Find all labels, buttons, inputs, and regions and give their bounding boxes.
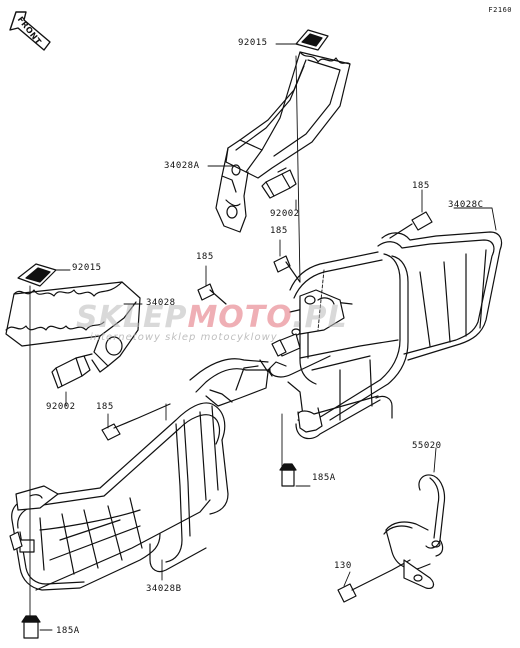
front-arrow-icon: [9, 11, 51, 51]
watermark-logo: SKLEPMOTO.PL: [76, 300, 348, 335]
bolt-185-b: [273, 255, 301, 283]
bolt-92002-top: [261, 167, 297, 199]
label-34028a: 34028A: [164, 161, 200, 171]
watermark-brand-c: .PL: [292, 300, 348, 335]
label-92002-left: 92002: [46, 402, 76, 412]
bracket-55020: [383, 474, 446, 589]
label-34028: 34028: [146, 298, 176, 308]
diagram-code: F2160: [488, 6, 512, 14]
watermark-brand-b: MOTO: [187, 300, 293, 335]
label-130: 130: [334, 561, 352, 571]
label-185a-mid: 185A: [312, 473, 336, 483]
bolt-185a-mid: [279, 463, 297, 487]
bolt-92002-left: [51, 353, 93, 389]
bolt-185a-bottom: [21, 615, 41, 639]
leader-lines: [29, 43, 497, 631]
guard-frame-34028b: [9, 358, 271, 591]
watermark-brand-a: SKLEP: [76, 300, 188, 335]
footrest-plate-34028: [5, 281, 141, 373]
label-92015-left: 92015: [72, 263, 102, 273]
bolt-185-d: [101, 403, 171, 441]
rubber-pad-92015-top: [295, 29, 329, 51]
label-92015-top: 92015: [238, 38, 268, 48]
watermark-tagline: internetowy sklep motocyklowy: [90, 332, 278, 343]
label-55020: 55020: [412, 441, 442, 451]
label-34028c: 34028C: [448, 200, 484, 210]
label-185-d: 185: [96, 402, 114, 412]
footrest-plate-34028a: [215, 51, 351, 233]
guard-frame-34028c: [267, 231, 503, 440]
label-185-b: 185: [196, 252, 214, 262]
rubber-pad-92015-left: [17, 263, 57, 287]
label-185-a: 185: [270, 226, 288, 236]
label-92002-top: 92002: [270, 209, 300, 219]
bolt-185-c: [389, 211, 433, 239]
label-185a-bottom: 185A: [56, 626, 80, 636]
label-185-c: 185: [412, 181, 430, 191]
label-34028b: 34028B: [146, 584, 182, 594]
